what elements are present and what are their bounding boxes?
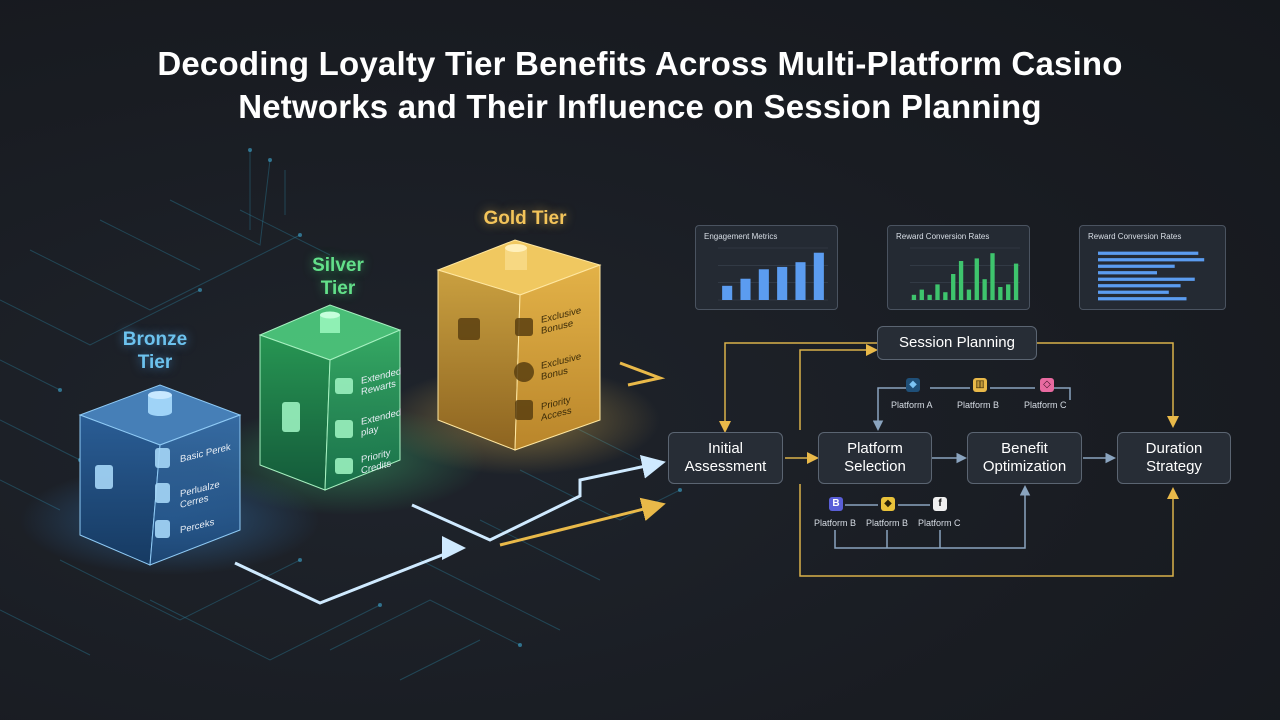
bar: [990, 253, 995, 300]
panel-title: Reward Conversion Rates: [1088, 232, 1182, 241]
box-label: Selection: [844, 458, 906, 475]
platform-c-icon: ◇: [1040, 378, 1054, 392]
hbar: [1098, 271, 1157, 275]
bar: [935, 284, 940, 300]
bar: [758, 269, 769, 300]
platform-c-f-icon: f: [933, 497, 947, 511]
hbar: [1098, 297, 1187, 301]
platform-c-label-bottom: Platform C: [918, 518, 961, 528]
bronze-tier-cube: [78, 384, 242, 566]
reward-conversion-panel-1: Reward Conversion Rates: [887, 225, 1030, 310]
gold-tier-label: Gold Tier: [460, 207, 590, 230]
reward-conversion-chart-2: [1098, 251, 1205, 301]
reward-conversion-chart-1: [910, 247, 1020, 301]
box-label: Benefit: [1001, 440, 1048, 457]
gold-flow-arrow: [499, 497, 666, 547]
bar: [927, 294, 932, 300]
silver-tier-cube: [258, 304, 402, 491]
bronze-tier-name-1: Bronze: [122, 329, 188, 350]
panel-title: Reward Conversion Rates: [896, 232, 990, 241]
session-planning-label: Session Planning: [899, 334, 1015, 351]
bar: [777, 266, 788, 300]
blue-flow-arrow-up: [411, 455, 666, 542]
box-label: Strategy: [1146, 458, 1202, 475]
engagement-metrics-chart: [718, 247, 828, 301]
platform-a-icon: ◆: [906, 378, 920, 392]
bar: [1006, 284, 1011, 300]
platform-a-label: Platform A: [891, 400, 933, 410]
hbar: [1098, 264, 1175, 268]
benefit-optimization-box: Benefit Optimization: [967, 432, 1082, 484]
bronze-tier-name-2: Tier: [137, 352, 173, 373]
bar: [919, 289, 924, 300]
gold-tier-cube: [436, 239, 602, 451]
title-line-2: Networks and Their Influence on Session …: [238, 88, 1042, 125]
bar: [966, 289, 972, 300]
box-label: Duration: [1145, 440, 1203, 457]
platform-b-label-bottom-2: Platform B: [866, 518, 909, 528]
session-planning-box: Session Planning: [877, 326, 1037, 360]
hbar: [1098, 284, 1181, 288]
platform-selection-box: Platform Selection: [818, 432, 932, 484]
bar: [1013, 263, 1019, 300]
box-label: Initial: [707, 440, 744, 457]
bar: [813, 252, 824, 300]
platform-b-badge-icon: B: [829, 497, 843, 511]
platform-b-diamond-icon: ◆: [881, 497, 895, 511]
bar: [974, 258, 979, 300]
hbar: [1098, 251, 1199, 255]
gold-tier-name: Gold Tier: [483, 208, 567, 229]
bar: [958, 261, 964, 300]
platform-b-label: Platform B: [957, 400, 1000, 410]
flow-connectors: [719, 342, 1179, 577]
hbar: [1098, 290, 1169, 294]
bar: [943, 292, 948, 300]
hbar: [1098, 277, 1195, 281]
duration-strategy-box: Duration Strategy: [1117, 432, 1231, 484]
coin-stack-icon: [320, 311, 340, 333]
coin-stack-icon: [148, 391, 172, 416]
silver-tier-name-2: Tier: [320, 278, 356, 299]
title-line-1: Decoding Loyalty Tier Benefits Across Mu…: [157, 45, 1123, 82]
blue-flow-arrow: [234, 543, 466, 605]
platform-c-label: Platform C: [1024, 400, 1067, 410]
reward-conversion-panel-2: Reward Conversion Rates: [1079, 225, 1226, 310]
bar: [951, 274, 956, 300]
box-label: Optimization: [982, 458, 1067, 475]
box-label: Assessment: [684, 458, 767, 475]
gold-chevron-icon: [619, 361, 666, 387]
panel-title: Engagement Metrics: [704, 232, 778, 241]
silver-tier-label: Silver Tier: [293, 254, 383, 300]
bar: [795, 262, 806, 300]
bar: [722, 285, 733, 300]
bar: [982, 279, 987, 300]
bar: [740, 278, 751, 300]
engagement-metrics-panel: Engagement Metrics: [695, 225, 838, 310]
bar: [998, 287, 1003, 300]
box-label: Platform: [847, 440, 903, 457]
bar: [911, 294, 917, 300]
initial-assessment-box: Initial Assessment: [668, 432, 783, 484]
platform-b-label-bottom-1: Platform B: [814, 518, 857, 528]
circuit-nodes: [58, 148, 682, 647]
platform-b-icon: ▥: [973, 378, 987, 392]
page-title: Decoding Loyalty Tier Benefits Across Mu…: [0, 42, 1280, 128]
coin-stack-icon: [505, 244, 527, 270]
silver-tier-name-1: Silver: [312, 255, 364, 276]
bronze-tier-label: Bronze Tier: [105, 328, 205, 374]
hbar: [1098, 258, 1205, 262]
